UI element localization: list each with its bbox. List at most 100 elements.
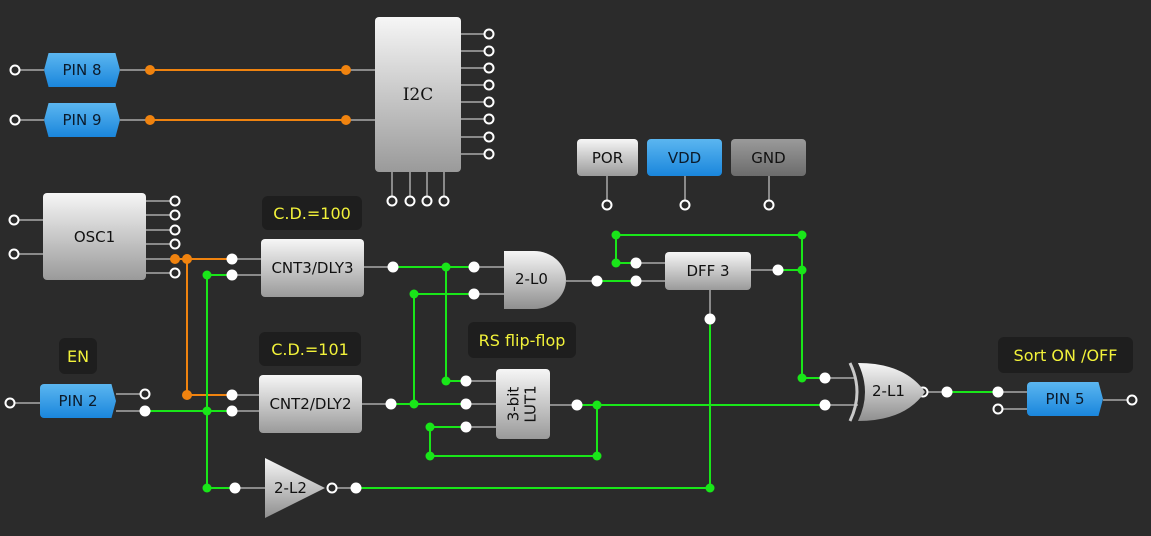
osc-out-node-0[interactable] [169, 195, 181, 207]
osc-clk-node[interactable] [170, 254, 180, 264]
cnt3-in1-node[interactable] [226, 253, 238, 265]
por-block[interactable]: POR [577, 139, 638, 176]
wire-dff-feedback[interactable] [615, 234, 803, 270]
dff-out-junction[interactable] [797, 265, 807, 275]
i2c-out-node-7[interactable] [483, 148, 495, 160]
lut-out-node[interactable] [571, 399, 583, 411]
clk-junction-2[interactable] [182, 390, 192, 400]
dff-reset-node[interactable] [704, 313, 716, 325]
en-junction-top[interactable] [202, 270, 212, 280]
dff-fb-junction-2[interactable] [611, 230, 621, 240]
wire-lut-feedback[interactable] [429, 405, 598, 457]
pin5-oe-node[interactable] [992, 403, 1004, 415]
wire-dff-xor[interactable] [778, 269, 825, 379]
i2c-out-node-2[interactable] [483, 62, 495, 74]
en-junction-bot[interactable] [202, 483, 212, 493]
pin2-out-node[interactable] [139, 405, 151, 417]
and-in2-node[interactable] [468, 288, 480, 300]
wire-cnt3-lut[interactable] [445, 267, 466, 382]
cnt2-out-node[interactable] [385, 398, 397, 410]
lut-out-junction[interactable] [592, 400, 602, 410]
en-junction-mid[interactable] [202, 406, 212, 416]
por-node[interactable] [601, 199, 613, 211]
vdd-node[interactable] [679, 199, 691, 211]
pin5-pad-node[interactable] [1126, 394, 1138, 406]
pin2-ie-node[interactable] [139, 388, 151, 400]
cnt2-in2-node[interactable] [226, 405, 238, 417]
pin8-out-node[interactable] [145, 65, 155, 75]
gnd-node[interactable] [763, 199, 775, 211]
inverter-2-l2[interactable] [265, 458, 325, 518]
pin8-pad-node[interactable] [9, 64, 21, 76]
i2c-bottom-node-1[interactable] [404, 195, 416, 207]
lut-fb-junction-1[interactable] [425, 422, 435, 432]
i2c-out-node-5[interactable] [483, 113, 495, 125]
i2c-bottom-node-0[interactable] [386, 195, 398, 207]
dff-fb-junction-3[interactable] [797, 230, 807, 240]
i2c-out-node-0[interactable] [483, 28, 495, 40]
i2c-bottom-node-3[interactable] [438, 195, 450, 207]
inv-in-node[interactable] [229, 482, 241, 494]
dff-out-node[interactable] [772, 264, 784, 276]
i2c-block[interactable]: I2C [375, 17, 461, 172]
i2c-in2-node[interactable] [341, 115, 351, 125]
and-out-node[interactable] [591, 275, 603, 287]
inv-dff-junction[interactable] [705, 483, 715, 493]
pin-5[interactable]: PIN 5 [1027, 382, 1103, 416]
pin9-pad-node[interactable] [9, 114, 21, 126]
dff-xor-junction[interactable] [797, 373, 807, 383]
lut-in-node-2[interactable] [460, 421, 472, 433]
dff3-block[interactable]: DFF 3 [665, 252, 751, 290]
cnt3-dly3-block[interactable]: CNT3/DLY3 [261, 239, 364, 297]
osc-out-node-4[interactable] [169, 267, 181, 279]
vdd-block[interactable]: VDD [647, 139, 722, 176]
wire-cnt2-and[interactable] [413, 293, 474, 404]
dff-clk-node[interactable] [630, 257, 642, 269]
cnt2-and-junction[interactable] [409, 289, 419, 299]
and-in1-node[interactable] [468, 261, 480, 273]
lut-in-node-1[interactable] [460, 398, 472, 410]
osc-out-node-1[interactable] [169, 209, 181, 221]
i2c-bottom-node-2[interactable] [421, 195, 433, 207]
dff-d-node[interactable] [630, 275, 642, 287]
wire-clk-cnt2[interactable] [186, 259, 232, 396]
pin-9[interactable]: PIN 9 [44, 103, 120, 137]
i2c-in1-node[interactable] [341, 65, 351, 75]
cnt2-junction[interactable] [409, 399, 419, 409]
pin5-in-node[interactable] [992, 386, 1004, 398]
i2c-out-node-3[interactable] [483, 79, 495, 91]
cnt2-dly2-block[interactable]: CNT2/DLY2 [259, 375, 362, 433]
dff-fb-junction-1[interactable] [611, 258, 621, 268]
wire-en-vertical[interactable] [206, 275, 235, 489]
and-gate-2-l0[interactable] [504, 251, 566, 309]
osc-out-node-2[interactable] [169, 224, 181, 236]
i2c-out-node-4[interactable] [483, 96, 495, 108]
i2c-out-node-6[interactable] [483, 131, 495, 143]
xor-out-node[interactable] [941, 386, 953, 398]
cnt2-in1-node[interactable] [226, 389, 238, 401]
lut-fb-junction-3[interactable] [592, 451, 602, 461]
xor-in2-node[interactable] [819, 399, 831, 411]
inv-out-node[interactable] [350, 482, 362, 494]
xor-in1-node[interactable] [819, 372, 831, 384]
gnd-block[interactable]: GND [731, 139, 806, 176]
pin9-out-node[interactable] [145, 115, 155, 125]
pin-2[interactable]: PIN 2 [40, 384, 116, 418]
lut-fb-junction-2[interactable] [425, 451, 435, 461]
cnt3-out-node[interactable] [387, 261, 399, 273]
inv-out-bubble[interactable] [326, 482, 338, 494]
pin2-pad-node[interactable] [4, 397, 16, 409]
osc1-block[interactable]: OSC1 [43, 193, 146, 280]
pin-8[interactable]: PIN 8 [44, 53, 120, 87]
lut-in-node-0[interactable] [460, 375, 472, 387]
osc-in2-node[interactable] [8, 248, 20, 260]
cnt3-in2-node[interactable] [226, 269, 238, 281]
osc-out-node-3[interactable] [169, 238, 181, 250]
lut-in1-junction[interactable] [441, 376, 451, 386]
osc-in1-node[interactable] [8, 214, 20, 226]
clk-junction-1[interactable] [182, 254, 192, 264]
xor-gate-2-l1[interactable] [858, 363, 925, 421]
i2c-out-node-1[interactable] [483, 45, 495, 57]
cnt3-junction[interactable] [441, 262, 451, 272]
